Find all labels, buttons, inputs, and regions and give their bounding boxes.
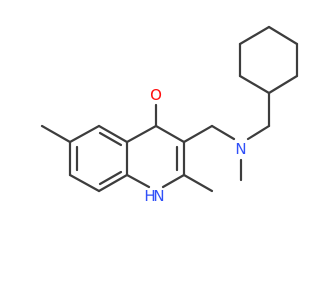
ring-nh-hydrogen-label: H [144, 187, 155, 205]
bond-cy6b-cy2 [267, 74, 299, 95]
molecule-structure-diagram: O N H N [40, 25, 299, 205]
bond-c2-methyl [182, 173, 214, 193]
bond-cy4-cy5 [238, 25, 271, 46]
bond-c5-c4a [97, 124, 129, 144]
bond-c4-c3 [154, 124, 186, 144]
atom-label-layer: O N H N [144, 86, 246, 205]
bond-n1-c8a [125, 173, 151, 189]
bond-c6-methyl [40, 124, 72, 144]
bond-c5-c4a-inner [98, 131, 123, 147]
bond-c3-ch2 [182, 124, 214, 144]
bond-ch2-n [210, 124, 236, 141]
amine-nitrogen-label: N [235, 140, 246, 158]
bond-cy5-cy6 [267, 25, 299, 46]
bond-c8-c7 [68, 173, 101, 193]
bond-cy2-cy3 [238, 74, 271, 95]
bond-c8a-c8 [97, 173, 129, 193]
bond-n-cyclohexyl [246, 124, 271, 141]
oxygen-label: O [150, 86, 162, 104]
bond-c4a-c4 [125, 124, 158, 144]
bond-layer [40, 25, 299, 193]
ring-nh-nitrogen-label: N [153, 187, 164, 205]
bond-c8a-c8-inner [98, 170, 123, 186]
bond-c6-c5 [68, 124, 101, 144]
bond-c2-n1 [161, 173, 186, 189]
